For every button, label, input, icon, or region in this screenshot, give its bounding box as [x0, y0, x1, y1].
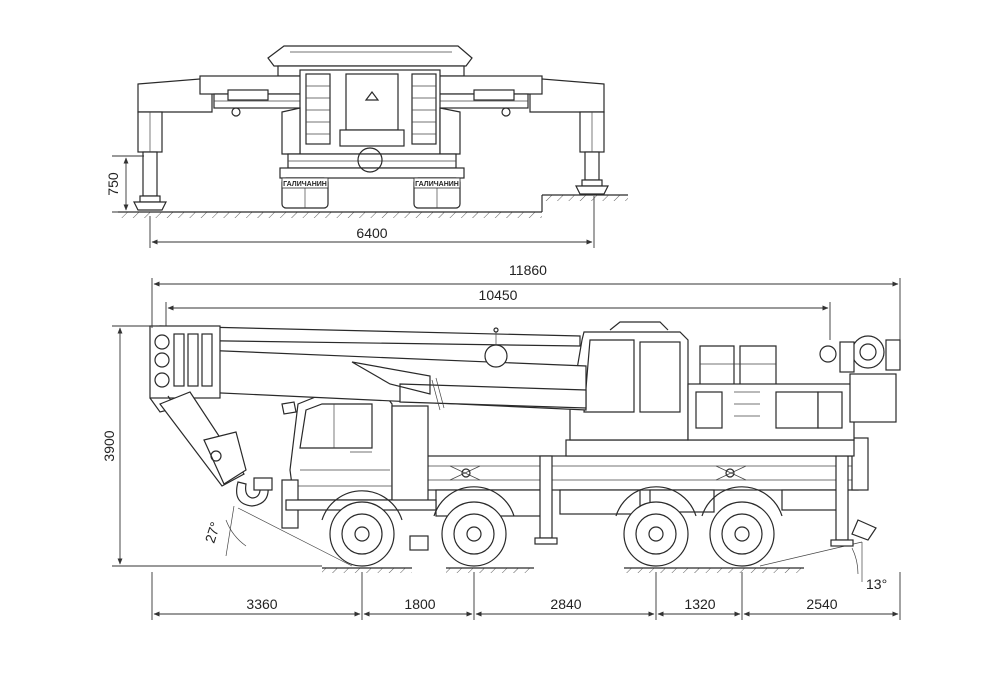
chassis-frame: [423, 455, 859, 517]
brand-label-right: ГАЛИЧАНИН: [415, 181, 459, 188]
wheel-arches: [321, 486, 783, 551]
departure-angle-label: 13°: [866, 576, 887, 592]
wheelbase-2-label: 2840: [550, 596, 581, 612]
outrigger-height-label: 750: [105, 172, 121, 196]
wheel-2: [441, 501, 507, 567]
side-dim-overall-length: 11860: [151, 262, 901, 340]
wheelbase-1-label: 1800: [404, 596, 435, 612]
front-dim-span: 6400: [149, 196, 595, 248]
front-dim-height: 750: [105, 155, 144, 213]
side-dim-boom-length: 10450: [165, 287, 831, 340]
front-superstructure: [299, 69, 441, 155]
front-outrigger-leg-right: [575, 111, 609, 195]
boom-length-label: 10450: [479, 287, 518, 303]
wheel-1: [329, 501, 395, 567]
front-view: ГАЛИЧАНИН ГАЛИЧАНИН 750 6400: [105, 45, 628, 248]
crane-superstructure: [565, 321, 901, 457]
outrigger-span-label: 6400: [356, 225, 387, 241]
angle-lines: 27° 13°: [202, 505, 887, 592]
side-dim-chain: 3360 1800 2840 1320 2540: [151, 572, 901, 620]
wheelbase-3-label: 1320: [684, 596, 715, 612]
boom: [149, 325, 587, 413]
front-overhang-label: 3360: [246, 596, 277, 612]
brand-label-left: ГАЛИЧАНИН: [283, 181, 327, 188]
front-outrigger-leg-left: [133, 111, 167, 211]
rear-overhang-label: 2540: [806, 596, 837, 612]
wheel-3: [623, 501, 689, 567]
side-view: 27° 13°: [101, 262, 901, 620]
front-wheels: ГАЛИЧАНИН ГАЛИЧАНИН: [281, 177, 461, 209]
side-outriggers: [534, 437, 877, 547]
truck-cab: [281, 395, 437, 529]
front-truck-body: [279, 107, 465, 179]
side-ground: [322, 567, 804, 573]
overall-length-label: 11860: [509, 262, 547, 278]
hook-block: [159, 391, 273, 507]
wheel-4: [709, 501, 775, 567]
front-ground: [118, 194, 628, 218]
side-dim-height: 3900: [101, 325, 322, 567]
overall-height-label: 3900: [101, 430, 117, 461]
approach-angle-label: 27°: [202, 520, 224, 545]
